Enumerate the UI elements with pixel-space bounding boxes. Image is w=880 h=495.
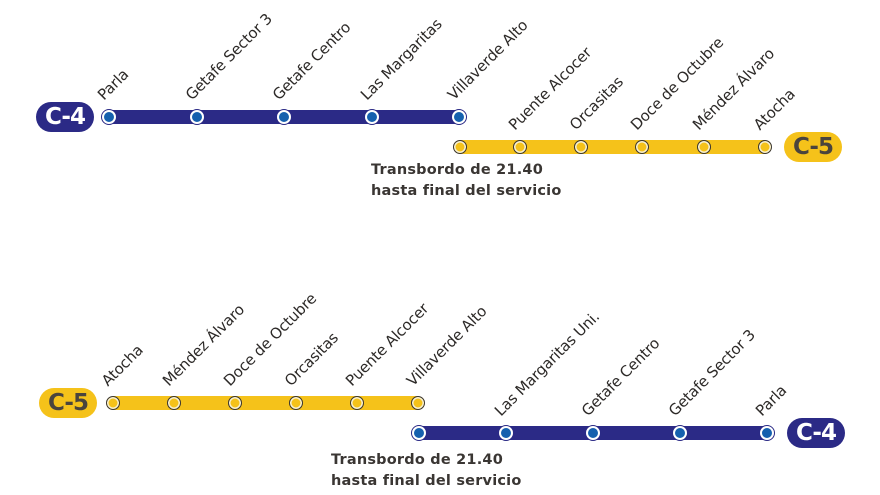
- station-stop-getafe-centro: [586, 426, 600, 440]
- station-stop-puente-alcocer: [350, 396, 364, 410]
- transfer-note-line1: Transbordo de 21.40: [331, 452, 503, 468]
- station-stop-getafe-sector-3: [190, 110, 204, 124]
- line-c5-track: [460, 140, 765, 154]
- station-label-villaverde-alto: Villaverde Alto: [443, 16, 532, 104]
- station-label-getafe-centro: Getafe Centro: [268, 18, 355, 104]
- line-badge-c5: C-5: [39, 388, 97, 418]
- station-stop-doce-de-octubre: [228, 396, 242, 410]
- station-label-orcasitas: Orcasitas: [280, 328, 342, 390]
- station-stop-puente-alcocer: [513, 140, 527, 154]
- station-stop-getafe-centro: [277, 110, 291, 124]
- station-stop-mendez-alvaro: [697, 140, 711, 154]
- station-label-atocha: Atocha: [749, 85, 799, 134]
- station-stop-getafe-sector-3: [673, 426, 687, 440]
- station-stop-atocha: [106, 396, 120, 410]
- station-label-las-margaritas: Las Margaritas: [356, 15, 446, 104]
- transfer-note-line2: hasta final del servicio: [371, 183, 562, 199]
- transfer-note-line1: Transbordo de 21.40: [371, 162, 543, 178]
- transfer-note-line2: hasta final del servicio: [331, 473, 522, 489]
- station-stop-doce-de-octubre: [635, 140, 649, 154]
- station-label-getafe-centro: Getafe Centro: [577, 334, 664, 420]
- station-stop-parla: [760, 426, 774, 440]
- station-stop-orcasitas: [574, 140, 588, 154]
- station-stop-villaverde-alto: [411, 396, 425, 410]
- line-badge-c4: C-4: [787, 418, 845, 448]
- station-label-parla: Parla: [93, 65, 133, 104]
- station-label-orcasitas: Orcasitas: [565, 72, 627, 134]
- line-c5-track: [113, 396, 418, 410]
- station-stop-villaverde-alto: [452, 110, 466, 124]
- station-label-getafe-sector-3: Getafe Sector 3: [664, 325, 759, 420]
- transfer-note: Transbordo de 21.40 hasta final del serv…: [371, 160, 562, 202]
- station-stop-las-margaritas: [365, 110, 379, 124]
- transfer-note: Transbordo de 21.40 hasta final del serv…: [331, 450, 522, 492]
- line-badge-c5: C-5: [784, 132, 842, 162]
- station-label-getafe-sector-3: Getafe Sector 3: [181, 9, 276, 104]
- station-stop-las-margaritas-uni: [499, 426, 513, 440]
- station-label-parla: Parla: [751, 381, 791, 420]
- station-stop-villaverde-alto-c4: [412, 426, 426, 440]
- station-stop-orcasitas: [289, 396, 303, 410]
- station-stop-parla: [102, 110, 116, 124]
- station-stop-atocha: [758, 140, 772, 154]
- station-label-atocha: Atocha: [97, 341, 147, 390]
- line-badge-c4: C-4: [36, 102, 94, 132]
- station-stop-villaverde-alto-c5: [453, 140, 467, 154]
- station-stop-mendez-alvaro: [167, 396, 181, 410]
